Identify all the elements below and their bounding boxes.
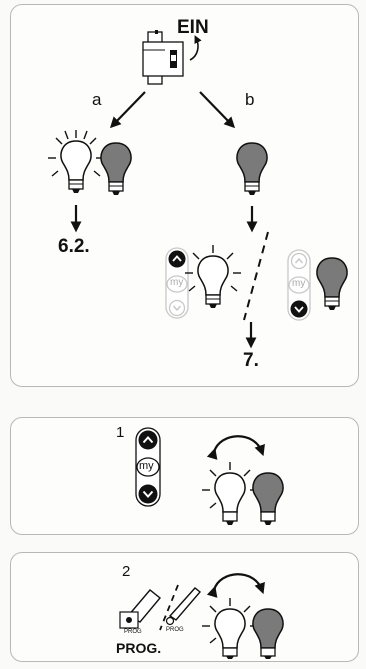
goto-step-a: 6.2.	[58, 236, 90, 257]
prog-button-pointer-icon	[165, 587, 202, 626]
ein-label: EIN	[177, 17, 209, 38]
switch-on-arrow-icon	[189, 35, 202, 61]
remote-my-label: my	[139, 460, 154, 472]
branch-a-label: a	[92, 90, 102, 109]
circuit-breaker-icon	[142, 30, 184, 85]
remote-my-label: my	[292, 278, 306, 289]
remote-my-label: my	[170, 277, 184, 288]
lamp-off-icon	[236, 142, 268, 195]
prog-small-label: PROG	[124, 629, 142, 635]
remote-control-icon	[165, 247, 189, 319]
remote-control-icon	[135, 427, 161, 507]
lamp-on-icon	[202, 598, 258, 659]
top-panel	[10, 4, 359, 387]
prog-button-pointer-icon	[119, 589, 161, 629]
lamp-off-icon	[252, 472, 284, 525]
branch-a-arrow	[109, 91, 146, 129]
step-2-number: 2	[122, 563, 131, 580]
dashed-divider	[243, 231, 269, 321]
lamp-on-icon	[202, 462, 258, 525]
prog-label: PROG.	[116, 640, 162, 656]
toggle-arrow-icon	[206, 573, 265, 598]
toggle-arrow-icon	[206, 435, 265, 460]
branch-b-label: b	[245, 90, 255, 109]
lamp-on-icon	[48, 130, 104, 193]
step-1-panel	[10, 417, 359, 535]
prog-small-label: PROG	[166, 627, 184, 633]
dashed-divider	[159, 584, 179, 631]
lamp-on-icon	[185, 245, 241, 308]
goto-step-b: 7.	[243, 350, 259, 371]
lamp-off-icon	[252, 608, 284, 659]
remote-control-icon	[287, 249, 311, 321]
branch-b-arrow	[199, 91, 236, 129]
lamp-off-icon	[100, 142, 132, 195]
step-1-number: 1	[116, 424, 125, 441]
lamp-off-icon	[316, 257, 348, 310]
